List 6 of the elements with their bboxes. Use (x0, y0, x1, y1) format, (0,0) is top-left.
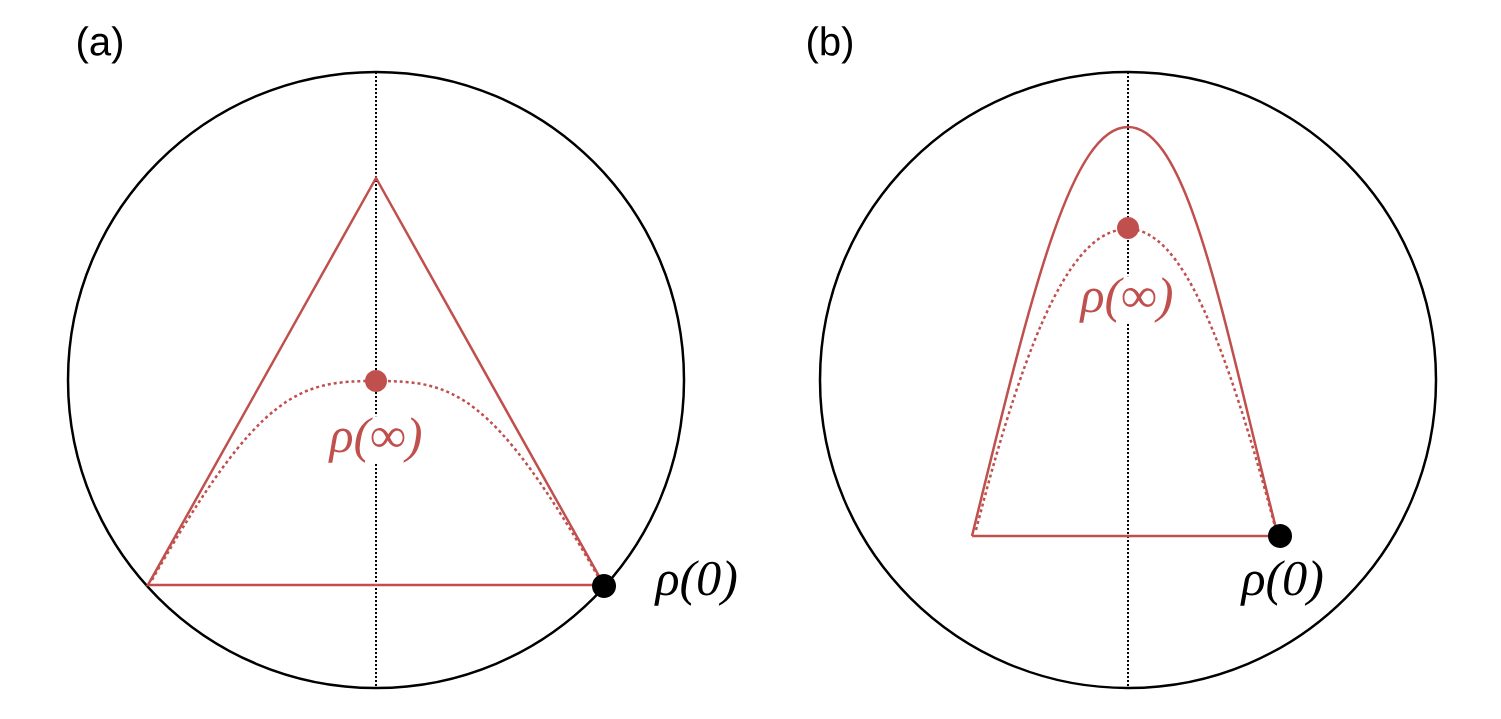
point-label: ρ(0) (654, 560, 737, 606)
point-label: ρ(∞) (328, 416, 424, 464)
panel-label: (a) (78, 26, 122, 64)
panel-label: (b) (808, 26, 852, 64)
point-label: ρ(0) (1240, 560, 1323, 606)
point-label: ρ(∞) (1079, 276, 1175, 324)
